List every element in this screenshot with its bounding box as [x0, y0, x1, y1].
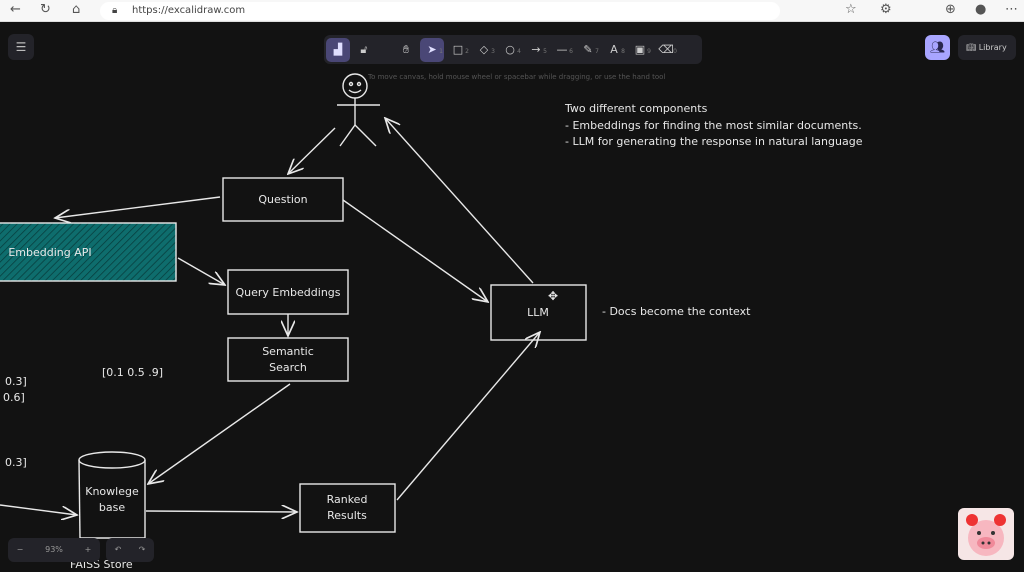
- arrow-user-question[interactable]: [288, 127, 336, 174]
- home-icon[interactable]: ⌂: [72, 2, 81, 17]
- semantic-search-box[interactable]: [227, 337, 349, 382]
- arrow-into-kb[interactable]: [0, 504, 77, 515]
- profile-avatar[interactable]: ●: [975, 2, 987, 17]
- line-tool-icon[interactable]: —6: [556, 42, 574, 56]
- note-line: Two different components: [564, 102, 708, 115]
- hand-tool-icon[interactable]: ✋︎: [402, 42, 410, 56]
- zoom-out-button[interactable]: −: [16, 545, 24, 554]
- kb-label-1: Knowlege: [85, 485, 139, 498]
- semantic-label-2: Search: [269, 361, 307, 374]
- extensions-icon[interactable]: ⚙: [880, 2, 892, 17]
- zoom-in-button[interactable]: +: [84, 545, 92, 554]
- embedding-api-label: Embedding API: [8, 246, 91, 259]
- draw-tool-icon[interactable]: ✎7: [583, 42, 599, 56]
- url-text: https://excalidraw.com: [132, 5, 246, 16]
- eraser-tool-icon[interactable]: ⌫0: [658, 42, 677, 56]
- zoom-level[interactable]: 93%: [45, 545, 63, 554]
- context-note: - Docs become the context: [602, 305, 751, 318]
- vector-fragment: 0.6]: [3, 391, 25, 404]
- lock-icon: 🔒︎: [112, 5, 118, 16]
- arrow-embedding-query[interactable]: [177, 257, 225, 285]
- selection-tool-icon[interactable]: ➤1: [420, 37, 444, 62]
- stick-figure[interactable]: [337, 73, 380, 147]
- rectangle-tool-icon[interactable]: □2: [452, 42, 469, 56]
- llm-label: LLM: [527, 306, 549, 319]
- collaborate-button[interactable]: 👥︎: [925, 35, 950, 60]
- library-label: Library: [978, 43, 1007, 52]
- note-line: - LLM for generating the response in nat…: [565, 135, 863, 148]
- undo-icon[interactable]: ↶: [114, 545, 122, 554]
- vector-fragment: 0.3]: [5, 456, 27, 469]
- reload-icon[interactable]: ↻: [40, 2, 51, 17]
- arrow-ranked-llm[interactable]: [396, 332, 540, 501]
- book-icon: 📖︎: [966, 43, 979, 52]
- embedding-api-box[interactable]: [0, 222, 177, 282]
- ranked-label-2: Results: [327, 509, 367, 522]
- back-icon[interactable]: ←: [10, 2, 21, 17]
- semantic-label-1: Semantic: [262, 345, 314, 358]
- favorites-icon[interactable]: ☆: [845, 2, 857, 17]
- move-cursor-icon: ✥: [548, 289, 558, 303]
- library-button[interactable]: 📖︎ Library: [958, 35, 1016, 60]
- ranked-label-1: Ranked: [327, 493, 368, 506]
- lock-tool-icon[interactable]: 🔓︎: [360, 42, 368, 56]
- zoom-controls: − 93% + ↶ ↷: [8, 538, 154, 562]
- question-label: Question: [258, 193, 307, 206]
- collections-icon[interactable]: ⊕: [945, 2, 956, 17]
- arrow-tool-icon[interactable]: →5: [531, 42, 547, 56]
- drawing-canvas[interactable]: Question Embedding API Query Embeddings …: [0, 22, 1024, 572]
- canvas-hint: To move canvas, hold mouse wheel or spac…: [368, 73, 666, 81]
- ellipse-tool-icon[interactable]: ○4: [505, 42, 521, 56]
- ranked-results-box[interactable]: [299, 483, 396, 533]
- note-line: - Embeddings for finding the most simila…: [565, 119, 862, 132]
- main-menu-button[interactable]: ☰: [8, 34, 34, 60]
- arrow-llm-user[interactable]: [385, 118, 534, 284]
- arrow-question-embedding[interactable]: [55, 196, 221, 218]
- redo-icon[interactable]: ↷: [138, 545, 146, 554]
- browser-bar: ← ↻ ⌂ 🔒︎ https://excalidraw.com ☆ ⚙ ⊕ ● ⋯: [0, 0, 1024, 22]
- vector-fragment: 0.3]: [5, 375, 27, 388]
- more-icon[interactable]: ⋯: [1005, 2, 1018, 17]
- arrow-semantic-kb[interactable]: [148, 383, 291, 484]
- address-bar[interactable]: 🔒︎ https://excalidraw.com: [100, 2, 780, 20]
- image-tool-icon[interactable]: ▣9: [634, 42, 651, 56]
- diamond-tool-icon[interactable]: ◇3: [479, 42, 495, 56]
- arrow-question-llm[interactable]: [342, 199, 488, 302]
- kb-label-2: base: [99, 501, 125, 514]
- vector-label: [0.1 0.5 .9]: [102, 366, 163, 379]
- tool-library-icon[interactable]: ▟: [326, 37, 350, 62]
- arrow-kb-ranked[interactable]: [145, 511, 297, 512]
- question-box[interactable]: [222, 177, 344, 222]
- pig-mascot-icon: [958, 508, 1014, 560]
- query-embeddings-label: Query Embeddings: [235, 286, 340, 299]
